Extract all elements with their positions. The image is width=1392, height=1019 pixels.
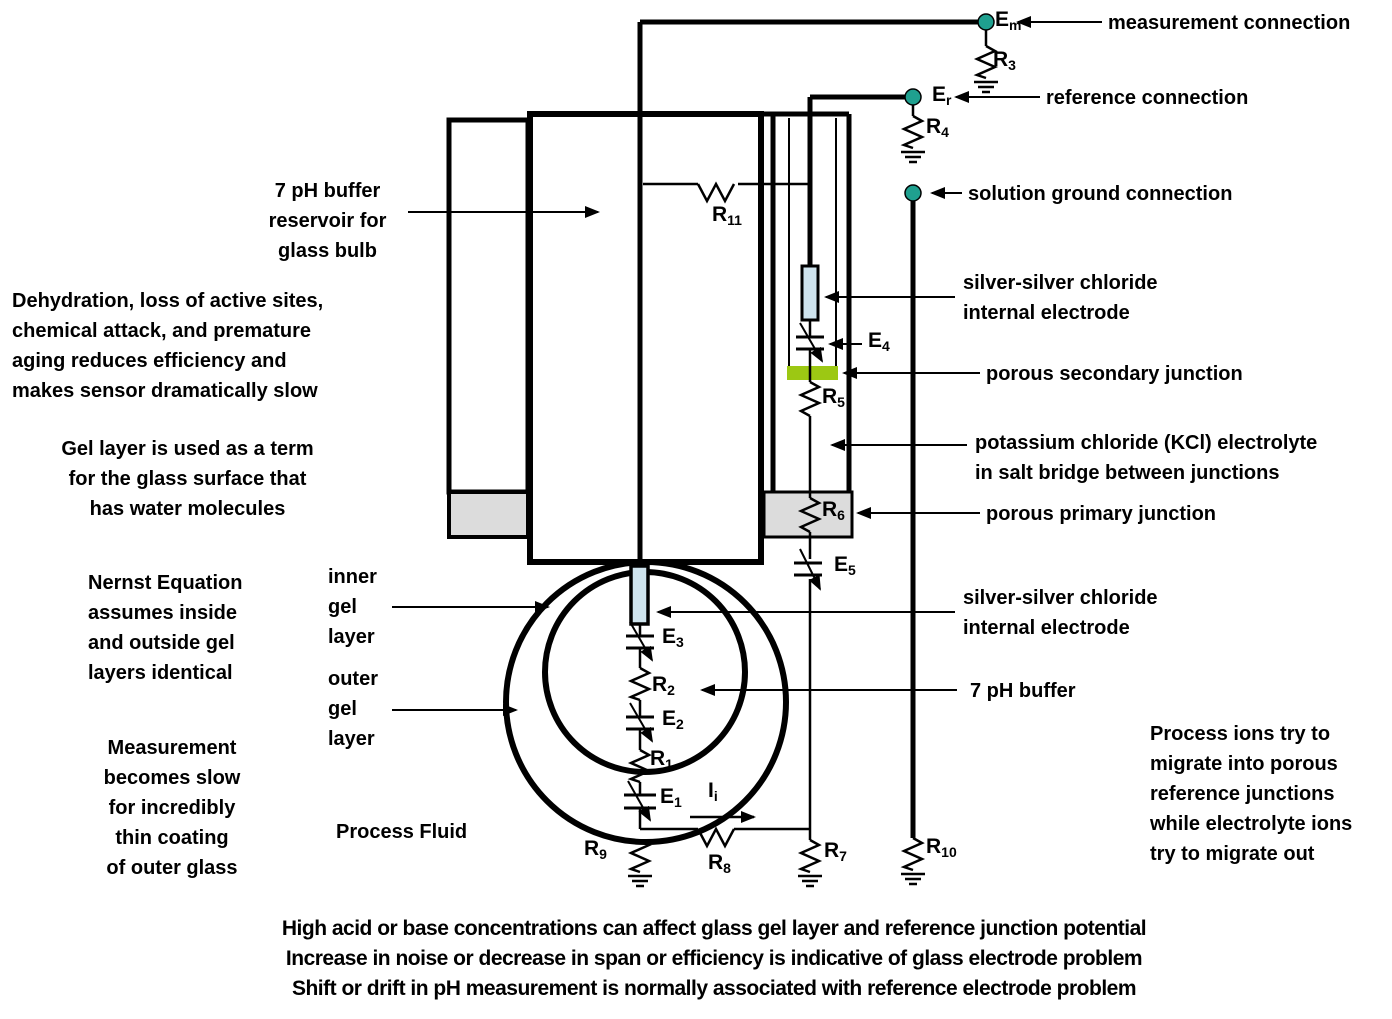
label-r3: R3 — [993, 48, 1016, 74]
resistor-r10 — [900, 836, 926, 872]
label-outer-gel: outer gel layer — [328, 668, 378, 750]
footer-notes: High acid or base concentrations can aff… — [36, 914, 1392, 1004]
wires-thin — [638, 30, 988, 849]
node-solution-ground — [904, 184, 922, 202]
label-gel-term: Gel layer is used as a term for the glas… — [61, 438, 314, 520]
label-measurement-connection: measurement connection — [1108, 12, 1351, 34]
emf-e3-arrow — [629, 621, 654, 662]
label-nernst: Nernst Equation assumes inside and outsi… — [88, 572, 243, 684]
reference-inner-tube — [788, 118, 837, 366]
main-tube — [527, 111, 764, 565]
resistor-r11 — [696, 181, 736, 204]
porous-secondary-junction-bar — [787, 366, 838, 380]
label-e1: E1 — [660, 785, 682, 811]
label-ph-buffer: 7 pH buffer — [970, 680, 1076, 702]
label-r8: R8 — [708, 851, 731, 877]
ground-r7 — [798, 874, 822, 888]
label-porous-primary: porous primary junction — [986, 503, 1217, 525]
porous-primary-junction-left — [447, 490, 530, 539]
label-r4: R4 — [926, 115, 949, 141]
label-r7: R7 — [824, 839, 847, 865]
label-r5: R5 — [822, 385, 845, 411]
emf-e1-arrow — [627, 780, 651, 822]
ground-r4 — [901, 150, 925, 164]
label-e4: E4 — [868, 329, 890, 355]
resistor-r6 — [797, 496, 823, 534]
label-r9: R9 — [584, 837, 607, 863]
resistor-r2 — [627, 666, 653, 702]
resistor-r7 — [797, 838, 823, 874]
label-em: Em — [995, 8, 1022, 34]
label-r1: R1 — [650, 747, 673, 773]
ground-r10 — [901, 872, 925, 886]
label-solution-ground-connection: solution ground connection — [968, 183, 1233, 205]
label-r6: R6 — [822, 498, 845, 524]
sensor-body — [446, 111, 854, 845]
label-r11: R11 — [712, 203, 742, 229]
resistor-r9 — [627, 838, 653, 874]
label-e3: E3 — [662, 625, 684, 651]
ground-symbols — [628, 80, 998, 888]
label-measurement-slow: Measurement becomes slow for incredibly … — [103, 737, 241, 879]
label-e5: E5 — [834, 553, 856, 579]
resistor-r5 — [797, 380, 823, 418]
footer-line-2: Increase in noise or decrease in span or… — [285, 947, 1143, 970]
resistor-r1 — [627, 748, 653, 784]
bulb-agcl-electrode — [629, 564, 650, 626]
label-agcl-top: silver-silver chloride internal electrod… — [963, 272, 1158, 324]
label-reference-connection: reference connection — [1046, 87, 1249, 109]
emf-e2-arrow — [629, 702, 654, 743]
resistor-r3 — [973, 44, 999, 80]
annotation-arrows — [392, 16, 1102, 823]
label-dehydration: Dehydration, loss of active sites, chemi… — [12, 290, 324, 402]
ground-r3 — [974, 80, 998, 94]
resistors-vertical — [627, 44, 999, 874]
reference-agcl-electrode — [800, 264, 820, 322]
label-kcl: potassium chloride (KCl) electrolyte in … — [975, 432, 1318, 484]
node-er — [904, 88, 922, 106]
wires-thick — [637, 19, 982, 838]
emf-e5-arrow — [799, 548, 821, 591]
label-reservoir: 7 pH buffer reservoir for glass bulb — [268, 180, 387, 262]
label-process-ions: Process ions try to migrate into porous … — [1150, 723, 1353, 865]
label-porous-secondary: porous secondary junction — [986, 363, 1243, 385]
outer-body-left-column — [446, 117, 531, 495]
resistor-r4 — [900, 114, 926, 150]
terminal-nodes — [904, 13, 995, 202]
emf-arrows — [627, 322, 824, 822]
label-e2: E2 — [662, 707, 684, 733]
label-inner-gel: inner gel layer — [328, 566, 377, 648]
label-er: Er — [932, 83, 952, 109]
label-r10: R10 — [926, 835, 957, 861]
resistor-r8 — [696, 826, 736, 849]
label-process-fluid: Process Fluid — [336, 821, 468, 843]
ground-r9 — [628, 874, 652, 888]
label-agcl-bottom: silver-silver chloride internal electrod… — [963, 587, 1158, 639]
wire-rail-drops — [808, 829, 915, 840]
emf-e4-arrow — [799, 322, 824, 363]
node-em — [977, 13, 995, 31]
footer-line-1: High acid or base concentrations can aff… — [281, 917, 1147, 940]
label-r2: R2 — [652, 673, 675, 699]
footer-line-3: Shift or drift in pH measurement is norm… — [291, 977, 1137, 1000]
label-ii: Ii — [708, 779, 718, 805]
